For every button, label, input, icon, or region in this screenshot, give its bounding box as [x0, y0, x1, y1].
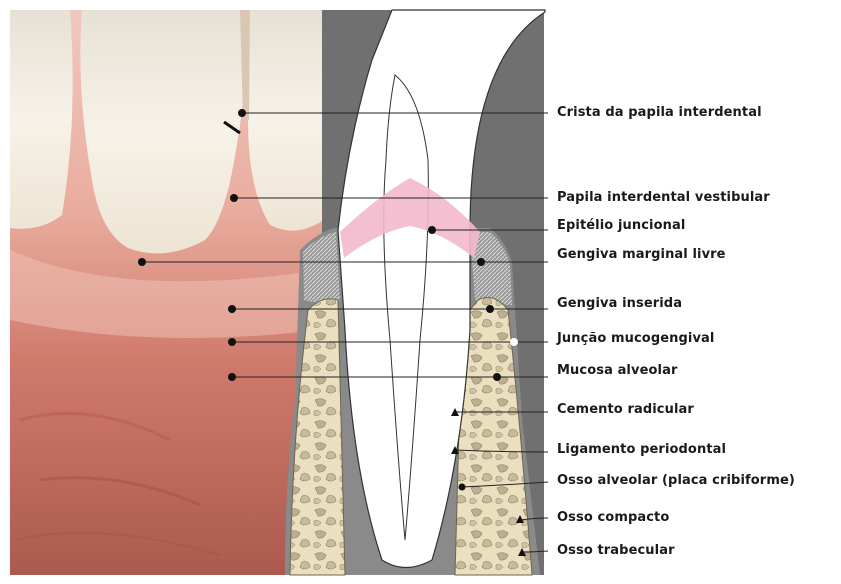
label-gengiva-marginal: Gengiva marginal livre: [557, 247, 726, 262]
label-epitelio-juncional: Epitélio juncional: [557, 218, 685, 233]
label-ligamento-periodontal: Ligamento periodontal: [557, 442, 726, 457]
label-juncao-mucogengival: Junção mucogengival: [557, 331, 714, 346]
label-crista-papila: Crista da papila interdental: [557, 105, 762, 120]
label-gengiva-inserida: Gengiva inserida: [557, 296, 682, 311]
label-papila-interdental: Papila interdental vestibular: [557, 190, 770, 205]
teeth-photo: [10, 10, 330, 253]
label-cemento-radicular: Cemento radicular: [557, 402, 694, 417]
label-osso-compacto: Osso compacto: [557, 510, 669, 525]
label-mucosa-alveolar: Mucosa alveolar: [557, 363, 677, 378]
label-osso-alveolar: Osso alveolar (placa cribiforme): [557, 473, 795, 488]
label-osso-trabecular: Osso trabecular: [557, 543, 675, 558]
